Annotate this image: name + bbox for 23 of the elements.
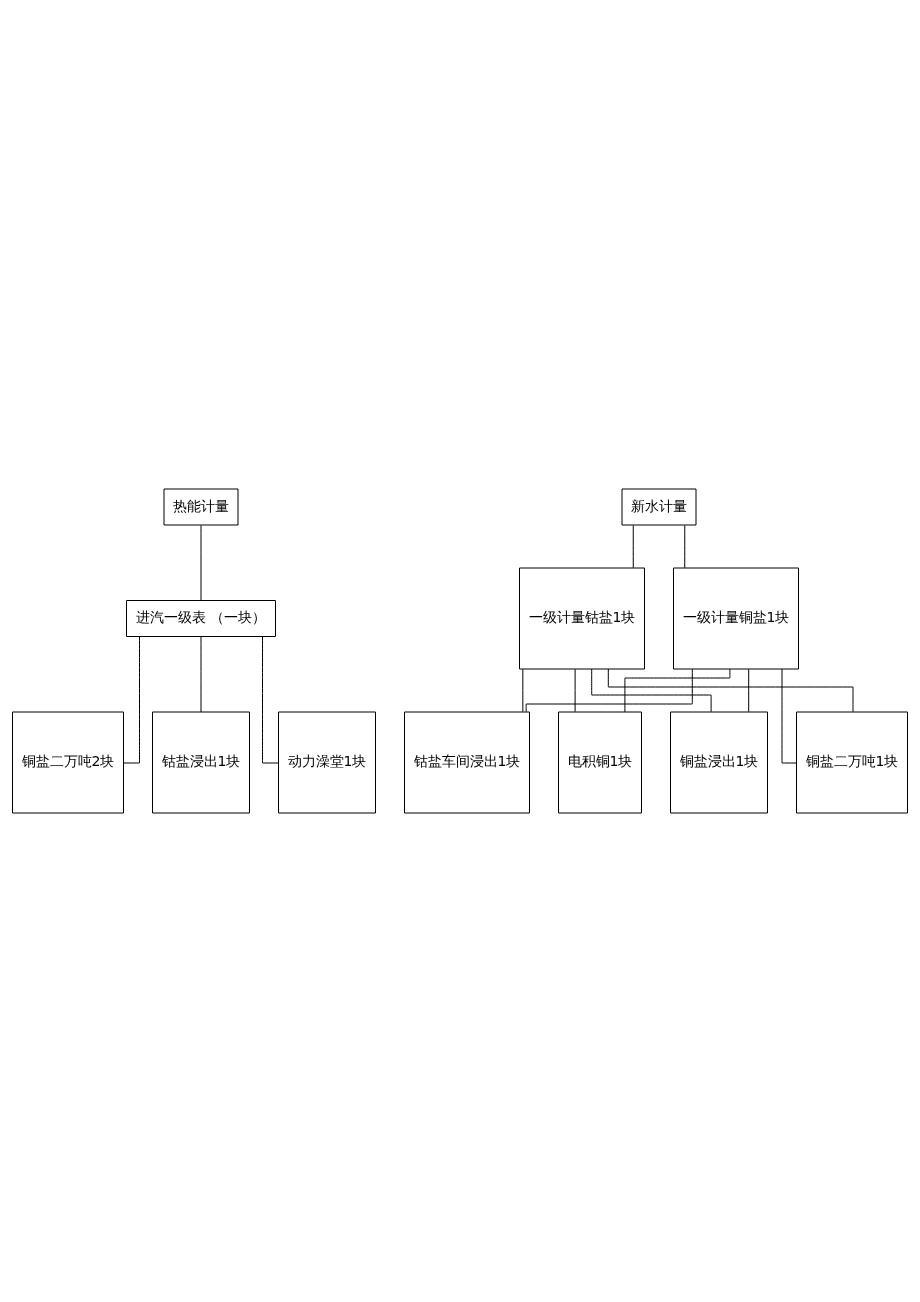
node-box: 动力澡堂1块 bbox=[278, 711, 376, 814]
connector bbox=[200, 524, 202, 601]
node-box: 新水计量 bbox=[621, 488, 697, 526]
connector bbox=[684, 524, 686, 569]
node-box: 进汽一级表 （一块） bbox=[126, 600, 276, 637]
node-box: 一级计量铜盐1块 bbox=[673, 567, 799, 670]
connector bbox=[624, 668, 731, 713]
connector bbox=[200, 636, 202, 713]
connector bbox=[591, 668, 712, 713]
connector bbox=[607, 668, 854, 713]
node-box: 钴盐浸出1块 bbox=[152, 711, 250, 814]
node-box: 一级计量钴盐1块 bbox=[519, 567, 645, 670]
node-box: 钴盐车间浸出1块 bbox=[404, 711, 530, 814]
node-box: 铜盐浸出1块 bbox=[670, 711, 768, 814]
connector bbox=[632, 524, 634, 569]
connector bbox=[574, 668, 576, 713]
connector bbox=[748, 668, 750, 713]
node-box: 热能计量 bbox=[163, 488, 239, 526]
node-box: 铜盐二万吨1块 bbox=[796, 711, 908, 814]
node-box: 电积铜1块 bbox=[558, 711, 642, 814]
connector bbox=[525, 668, 693, 713]
connector bbox=[522, 668, 524, 713]
node-box: 铜盐二万吨2块 bbox=[12, 711, 124, 814]
